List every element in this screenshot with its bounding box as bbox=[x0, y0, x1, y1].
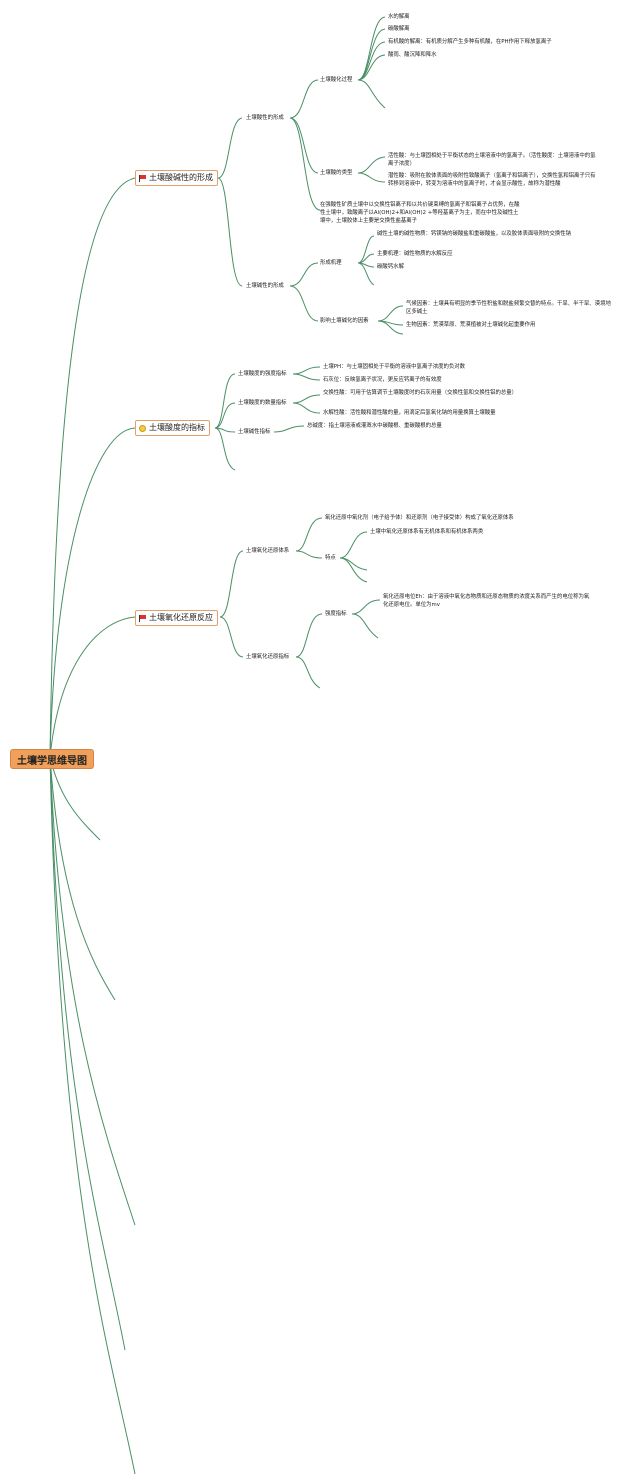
leaf-item[interactable]: 碳酸解离 bbox=[388, 26, 410, 32]
node-mechanism[interactable]: 形成机理 bbox=[320, 260, 342, 266]
node-redox-indicator[interactable]: 土壤氧化还原指标 bbox=[246, 654, 290, 660]
node-acidity-formation[interactable]: 土壤酸性的形成 bbox=[246, 115, 284, 121]
leaf-item[interactable]: 土壤中氧化还原体系有无机体系和有机体系两类 bbox=[370, 529, 484, 535]
leaf-item[interactable]: 碳酸钙水解 bbox=[377, 264, 404, 270]
leaf-item[interactable]: 水解性酸：活性酸和潜性酸的量，用滴定后氢氧化钠的用量换算土壤酸量 bbox=[323, 410, 496, 416]
leaf-item[interactable]: 酸雨、酸沉降和降水 bbox=[388, 52, 437, 58]
lightbulb-icon bbox=[139, 424, 146, 432]
leaf-item[interactable]: 土壤PH：与土壤固相处于平衡的溶液中氢离子浓度的负对数 bbox=[323, 364, 466, 370]
leaf-item[interactable]: 氧化还原电位Eh：由于溶液中氧化态物质和还原态物质的浓度关系而产生的电位称为氧化… bbox=[383, 594, 590, 608]
branch-acidity-indicators[interactable]: 土壤酸度的指标 bbox=[135, 420, 210, 436]
node-intensity-indicator[interactable]: 土壤酸度的强度指标 bbox=[238, 371, 287, 377]
leaf-item[interactable]: 气候因素：土壤具有明显的季节性积盐和脱盐频繁交替的特点。干旱、半干旱、漠境地区多… bbox=[406, 301, 611, 315]
branch-label: 土壤酸度的指标 bbox=[149, 423, 205, 432]
branch-label: 土壤酸碱性的形成 bbox=[149, 173, 213, 182]
leaf-item[interactable]: 主要机理：碱性物质的水解反应 bbox=[377, 251, 453, 257]
node-alkalinity-indicator[interactable]: 土壤碱性指标 bbox=[238, 429, 271, 435]
leaf-item[interactable]: 交换性酸：可用于估算调节土壤酸度时的石灰用量（交换性氢和交换性铝的总量） bbox=[323, 390, 518, 396]
node-acid-types[interactable]: 土壤酸的类型 bbox=[320, 170, 353, 176]
root-label: 土壤学思维导图 bbox=[17, 755, 87, 767]
node-quantity-indicator[interactable]: 土壤酸度的数量指标 bbox=[238, 400, 287, 406]
leaf-item[interactable]: 总碱度：指土壤溶液或灌溉水中碳酸根、重碳酸根的总量 bbox=[307, 423, 442, 429]
node-intensity[interactable]: 强度指标 bbox=[325, 611, 347, 617]
leaf-item[interactable]: 碱性土壤的碱性物质：钙镁钠的碳酸盐和重碳酸盐，以及胶体表面吸附的交换性钠 bbox=[377, 231, 572, 237]
root-node[interactable]: 土壤学思维导图 bbox=[10, 749, 94, 769]
node-alkalinity-formation[interactable]: 土壤碱性的形成 bbox=[246, 283, 284, 289]
leaf-item[interactable]: 生物因素：荒漠草原、荒漠植被对土壤碱化起重要作用 bbox=[406, 322, 536, 328]
leaf-item[interactable]: 有机酸的解离：有机质分解产生多种有机酸，在PH作用下释放氢离子 bbox=[388, 39, 552, 45]
flag-icon bbox=[139, 614, 146, 622]
leaf-item[interactable]: 潜性酸：吸附在胶体表面的吸附性致酸离子（氢离子和铝离子），交换性氢和铝离子只有转… bbox=[388, 173, 596, 187]
leaf-item[interactable]: 活性酸：与土壤固相处于平衡状态的土壤溶液中的氢离子。（活性酸度：土壤溶液中的氢离… bbox=[388, 153, 596, 167]
branch-acid-base-formation[interactable]: 土壤酸碱性的形成 bbox=[135, 170, 218, 186]
leaf-item[interactable]: 石灰位：反映氢离子状况，更反应钙离子的有效度 bbox=[323, 377, 442, 383]
branch-label: 土壤氧化还原反应 bbox=[149, 613, 213, 622]
node-acidification-process[interactable]: 土壤酸化过程 bbox=[320, 77, 353, 83]
leaf-item[interactable]: 水的解离 bbox=[388, 14, 410, 20]
node-alkalization-factors[interactable]: 影响土壤碱化的因素 bbox=[320, 318, 369, 324]
branch-redox-reaction[interactable]: 土壤氧化还原反应 bbox=[135, 610, 218, 626]
leaf-item[interactable]: 氧化还原中氧化剂（电子给予体）和还原剂（电子接受体）构成了氧化还原体系 bbox=[325, 515, 514, 521]
node-note[interactable]: 在强酸性矿质土壤中以交换性铝离子和以共价键束缚的氢离子和铝离子占优势，在酸性土壤… bbox=[320, 202, 520, 224]
node-redox-system[interactable]: 土壤氧化还原体系 bbox=[246, 548, 290, 554]
flag-icon bbox=[139, 174, 146, 182]
node-characteristics[interactable]: 特点 bbox=[325, 555, 336, 561]
